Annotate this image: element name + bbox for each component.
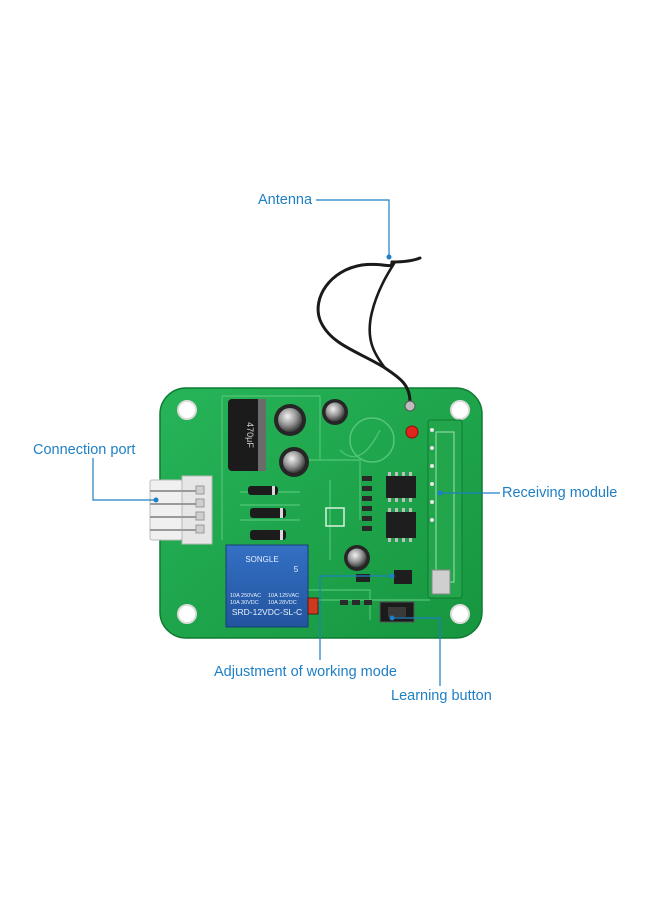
capacitor-2 — [279, 447, 309, 477]
connection-port-connector — [149, 475, 213, 545]
callout-adjustment-working-mode: Adjustment of working mode — [214, 664, 397, 680]
callout-antenna: Antenna — [258, 192, 313, 208]
relay-brand: SONGLE — [245, 555, 278, 564]
capacitor-label: 470μF — [245, 422, 255, 448]
receiving-module-board — [427, 419, 463, 599]
ic-chip-1 — [386, 472, 416, 502]
learning-button-component — [379, 601, 415, 623]
diode-3 — [250, 530, 286, 540]
test-pad — [325, 507, 345, 527]
antenna-solder-point — [404, 400, 416, 412]
callout-dots — [153, 254, 443, 621]
working-mode-jumper — [307, 570, 412, 615]
diode-1 — [248, 486, 278, 495]
ic-chip-2 — [386, 508, 416, 542]
antenna-wire — [316, 256, 422, 404]
diode-2 — [250, 508, 286, 518]
callout-lines — [92, 199, 500, 686]
capacitor-3 — [322, 399, 348, 425]
capacitor-1 — [274, 404, 306, 436]
callout-connection-port: Connection port — [33, 442, 136, 458]
capacitor-4 — [344, 545, 370, 571]
callout-receiving-module: Receiving module — [502, 485, 618, 501]
electrolytic-capacitor-large: 470μF — [228, 399, 266, 471]
red-led — [405, 425, 419, 439]
relay-pin-mark: 5 — [294, 565, 299, 574]
callout-learning-button: Learning button — [391, 688, 492, 704]
relay-model: SRD-12VDC-SL-C — [232, 607, 302, 617]
smd-resistors — [340, 476, 372, 605]
